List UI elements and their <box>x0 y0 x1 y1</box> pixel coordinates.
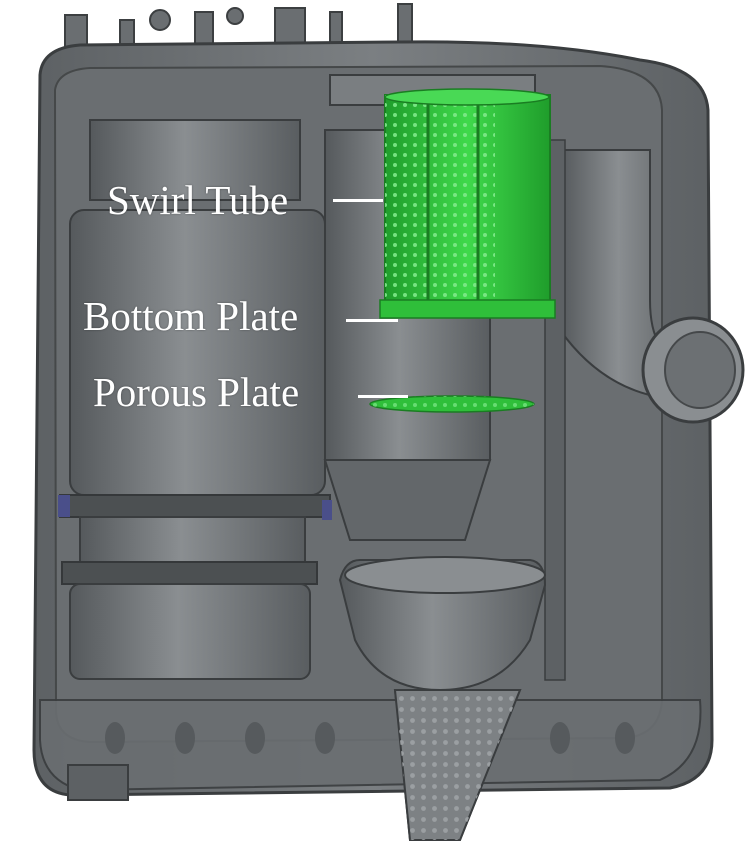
leader-porous-plate <box>358 395 408 398</box>
mounting-bracket <box>67 764 129 801</box>
top-fittings <box>64 3 413 54</box>
housing-base <box>39 699 702 792</box>
outlet-pipe <box>559 149 745 424</box>
leader-swirl-tube <box>333 199 383 202</box>
base-bolts <box>105 722 635 754</box>
leader-bottom-plate <box>346 319 398 322</box>
label-swirl-tube: Swirl Tube <box>107 177 289 223</box>
label-porous-plate: Porous Plate <box>93 369 300 415</box>
porous-plate-highlight <box>369 395 535 413</box>
bottom-plate-highlight <box>379 299 556 319</box>
label-bottom-plate: Bottom Plate <box>83 293 299 339</box>
bottom-bowl <box>338 556 547 692</box>
left-upper-cylinder <box>58 119 332 680</box>
swirl-tube-highlight <box>384 88 551 314</box>
